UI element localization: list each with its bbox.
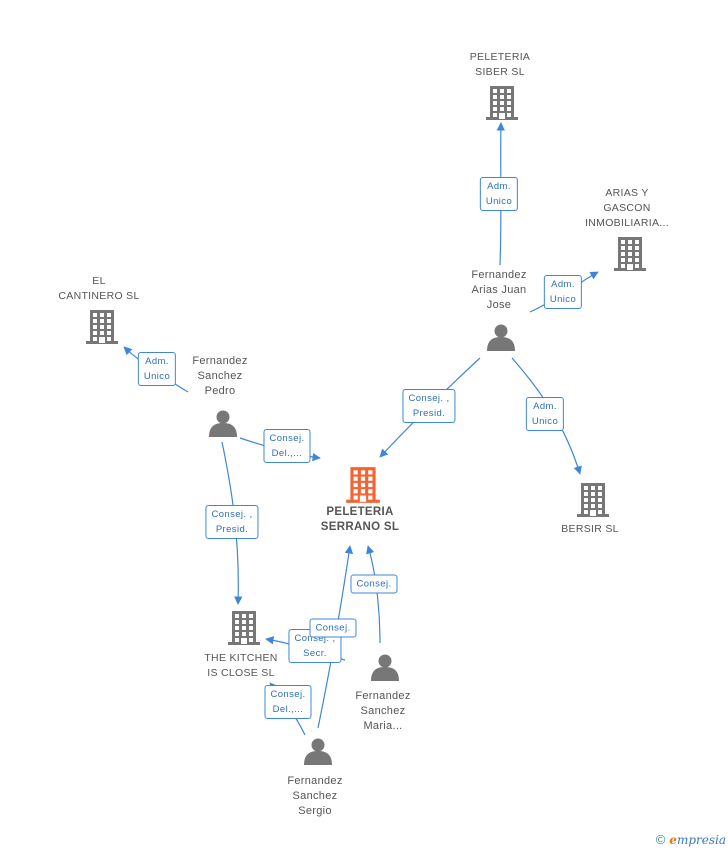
person-icon[interactable] bbox=[487, 324, 515, 352]
person-label[interactable]: Fernandez Arias Juan Jose bbox=[471, 269, 527, 311]
relation-label[interactable]: Consej. bbox=[350, 574, 398, 594]
building-icon[interactable] bbox=[228, 611, 260, 645]
company-label[interactable]: BERSIR SL bbox=[561, 523, 619, 535]
company-label[interactable]: THE KITCHEN IS CLOSE SL bbox=[204, 652, 278, 679]
building-icon[interactable] bbox=[346, 467, 380, 503]
relation-label[interactable]: Consej. , Presid. bbox=[402, 389, 456, 423]
relation-edge bbox=[366, 545, 381, 644]
person-icon[interactable] bbox=[371, 654, 399, 682]
relation-label[interactable]: Adm. Unico bbox=[543, 275, 583, 309]
relation-label[interactable]: Adm. Unico bbox=[137, 352, 177, 386]
person-label[interactable]: Fernandez Sanchez Maria... bbox=[355, 690, 411, 732]
relation-label[interactable]: Consej. Del.,... bbox=[264, 685, 312, 719]
company-label[interactable]: EL CANTINERO SL bbox=[58, 275, 140, 302]
company-label[interactable]: PELETERIA SIBER SL bbox=[469, 51, 531, 78]
company-label[interactable]: PELETERIA SERRANO SL bbox=[320, 506, 400, 533]
person-icon[interactable] bbox=[304, 738, 332, 766]
building-icon[interactable] bbox=[486, 86, 518, 120]
copyright-symbol: © bbox=[655, 832, 666, 847]
building-icon[interactable] bbox=[577, 483, 609, 517]
relation-label[interactable]: Consej. Del.,... bbox=[263, 429, 311, 463]
building-icon[interactable] bbox=[614, 237, 646, 271]
building-icon[interactable] bbox=[86, 310, 118, 344]
relation-label[interactable]: Consej. , Presid. bbox=[205, 505, 259, 539]
relation-label[interactable]: Consej. bbox=[309, 618, 357, 638]
relation-label[interactable]: Adm. Unico bbox=[525, 397, 565, 431]
person-label[interactable]: Fernandez Sanchez Sergio bbox=[287, 775, 343, 817]
brand-logo: empresia bbox=[669, 833, 726, 847]
person-icon[interactable] bbox=[209, 410, 237, 438]
footer-brand[interactable]: ©empresia bbox=[656, 832, 726, 847]
person-label[interactable]: Fernandez Sanchez Pedro bbox=[192, 355, 248, 397]
company-label[interactable]: ARIAS Y GASCON INMOBILIARIA... bbox=[585, 187, 669, 229]
relation-label[interactable]: Adm. Unico bbox=[479, 177, 519, 211]
